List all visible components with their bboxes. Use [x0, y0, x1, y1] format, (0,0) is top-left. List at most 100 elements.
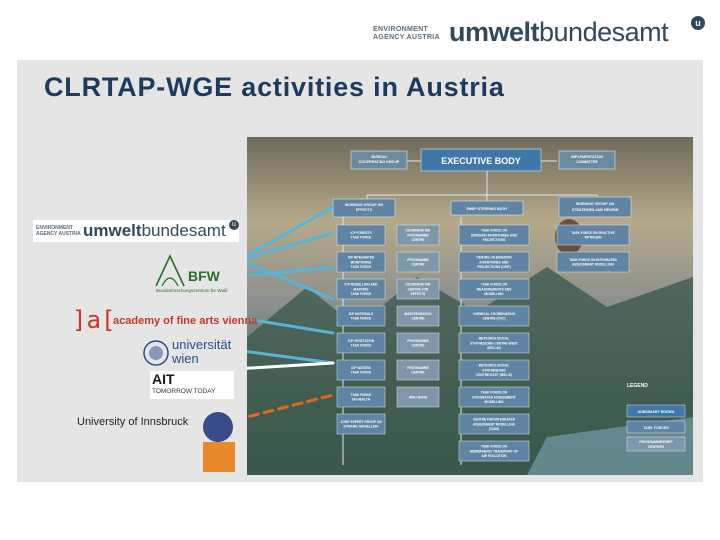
box-label-line: CENTRE: [411, 263, 424, 267]
bfw-subtitle: Bundesforschungszentrum für Wald: [156, 288, 228, 293]
arrow-academy-to-materials: [247, 317, 335, 335]
ait-name: AIT: [152, 371, 175, 387]
brand-regular: bundesamt: [539, 17, 669, 47]
partner-logo-university-vienna: universität wien: [142, 337, 236, 369]
arrow-uba-to-forests: [247, 231, 335, 260]
arrow-uba-to-modelling: [247, 261, 335, 301]
box-label-line: SYNTHESIZING CENTRE-WEST: [470, 341, 518, 345]
box-label-line: TASK FORCE: [351, 344, 371, 348]
box-label-line: METEOROLOGICAL: [479, 364, 510, 368]
box-label-line: AIR POLLUTION: [482, 454, 507, 458]
arrow-uba-to-wge: [247, 205, 335, 258]
svg-text:LEGEND: LEGEND: [627, 383, 648, 389]
box-emep-steering-body: EMEP STEERING BODY: [450, 200, 524, 216]
box-label-line: SYNTHESIZING: [482, 368, 506, 372]
box-label-line: ICP FORESTS: [350, 231, 371, 235]
arrow-innsbruck-to-waters: [247, 393, 335, 419]
box-label-line: COORDINATING: [406, 229, 431, 233]
brand-bold: umwelt: [449, 17, 540, 47]
logo-agency-line2: AGENCY AUSTRIA: [373, 34, 440, 41]
box-who: WHO BONN: [396, 386, 440, 408]
svg-text:EXECUTIVE BODY: EXECUTIVE BODY: [441, 156, 521, 166]
slide-title: CLRTAP-WGE activities in Austria: [44, 72, 505, 102]
box-label-line: TASK FORCE: [351, 317, 371, 321]
academy-bracket-icon: ]a[: [72, 306, 116, 334]
arrow-univie-to-vegetation: [247, 350, 335, 365]
box-label-line: (CIAM): [489, 427, 499, 431]
svg-text:WORKING GROUP ON: WORKING GROUP ON: [576, 202, 615, 206]
innsbruck-seal-icon: [203, 412, 233, 442]
chart-legend: LEGEND SUBSIDIARY BODIES TASK FORCES PRO…: [626, 383, 686, 452]
box-label-line: PROJECTIONS (CEIP): [477, 265, 510, 269]
svg-text:BUREAU: BUREAU: [371, 155, 387, 159]
box-label-line: MODELLING: [484, 400, 504, 404]
bfw-name: BFW: [188, 268, 220, 284]
box-label-line: HEMISPHERIC TRANSPORT OF: [470, 449, 518, 453]
box-label-line: ICP MATERIALS: [349, 312, 374, 316]
box-label-line: TASK FORCE ON INTEGRATED: [569, 258, 617, 262]
box-label-line: EFFECTS: [411, 292, 426, 296]
uba-wordmark: umweltbundesamt: [83, 221, 226, 240]
box-bureau: BUREAU COOPERATING GROUP: [350, 150, 408, 170]
box-label-line: PROGRAMME: [407, 366, 428, 370]
clrtap-organisation-chart: BUREAU COOPERATING GROUP EXECUTIVE BODY …: [247, 137, 693, 475]
box-working-group-strategies: WORKING GROUP ON STRATEGIES AND REVIEW: [558, 196, 632, 218]
box-label-line: MAIN RESEARCH: [405, 312, 433, 316]
u-badge-icon: u: [691, 16, 705, 30]
logo-agency-line1: ENVIRONMENT: [373, 26, 429, 33]
box-label-line: CENTRE (CCC): [482, 317, 505, 321]
box-label-line: METEOROLOGICAL: [479, 337, 510, 341]
box-label-line: CENTRE: [411, 371, 424, 375]
svg-text:COOPERATING GROUP: COOPERATING GROUP: [359, 160, 400, 164]
box-label-line: MODELLING: [484, 292, 504, 296]
svg-text:TASK FORCES: TASK FORCES: [643, 426, 669, 430]
box-label-line: NITROGEN: [585, 236, 603, 240]
innsbruck-label: University of Innsbruck: [77, 416, 189, 428]
bfw-tree-icon: [155, 254, 185, 287]
box-label-line: ON HEALTH: [352, 398, 371, 402]
partner-logo-bfw: BFW Bundesforschungszentrum für Wald: [152, 252, 234, 296]
box-label-line: (MSC-W): [487, 346, 500, 350]
box-label-line: TASK FORCE ON: [481, 283, 508, 287]
box-label-line: CENTRE: [411, 238, 424, 242]
box-label-line: PROGRAMME: [407, 339, 428, 343]
svg-text:CENTRES: CENTRES: [648, 445, 665, 449]
box-label-line: ASSESSMENT MODELLING: [572, 263, 614, 267]
box-label-line: TASK FORCE: [351, 393, 371, 397]
svg-text:WORKING GROUP ON: WORKING GROUP ON: [345, 203, 384, 207]
box-label-line: INVENTORIES AND: [479, 260, 509, 264]
innsbruck-logo-strip: [203, 442, 235, 472]
box-label-line: TASK FORCE ON: [481, 391, 508, 395]
box-label-line: CENTRE: [411, 344, 424, 348]
box-working-group-effects: WORKING GROUP ON EFFECTS: [332, 198, 396, 218]
svg-text:EMEP STEERING BODY: EMEP STEERING BODY: [467, 207, 508, 211]
brand-wordmark: umweltbundesamt: [449, 16, 669, 48]
environment-agency-logo: ENVIRONMENT AGENCY AUSTRIA umweltbundesa…: [373, 16, 705, 52]
box-label-line: TASK FORCE ON: [481, 445, 508, 449]
box-label-line: ASSESSMENT MODELLING: [473, 422, 515, 426]
univie-name: universität wien: [172, 337, 232, 366]
box-label-line: JOINT EXPERT GROUP ON: [340, 420, 382, 424]
box-executive-body: EXECUTIVE BODY: [420, 148, 542, 172]
